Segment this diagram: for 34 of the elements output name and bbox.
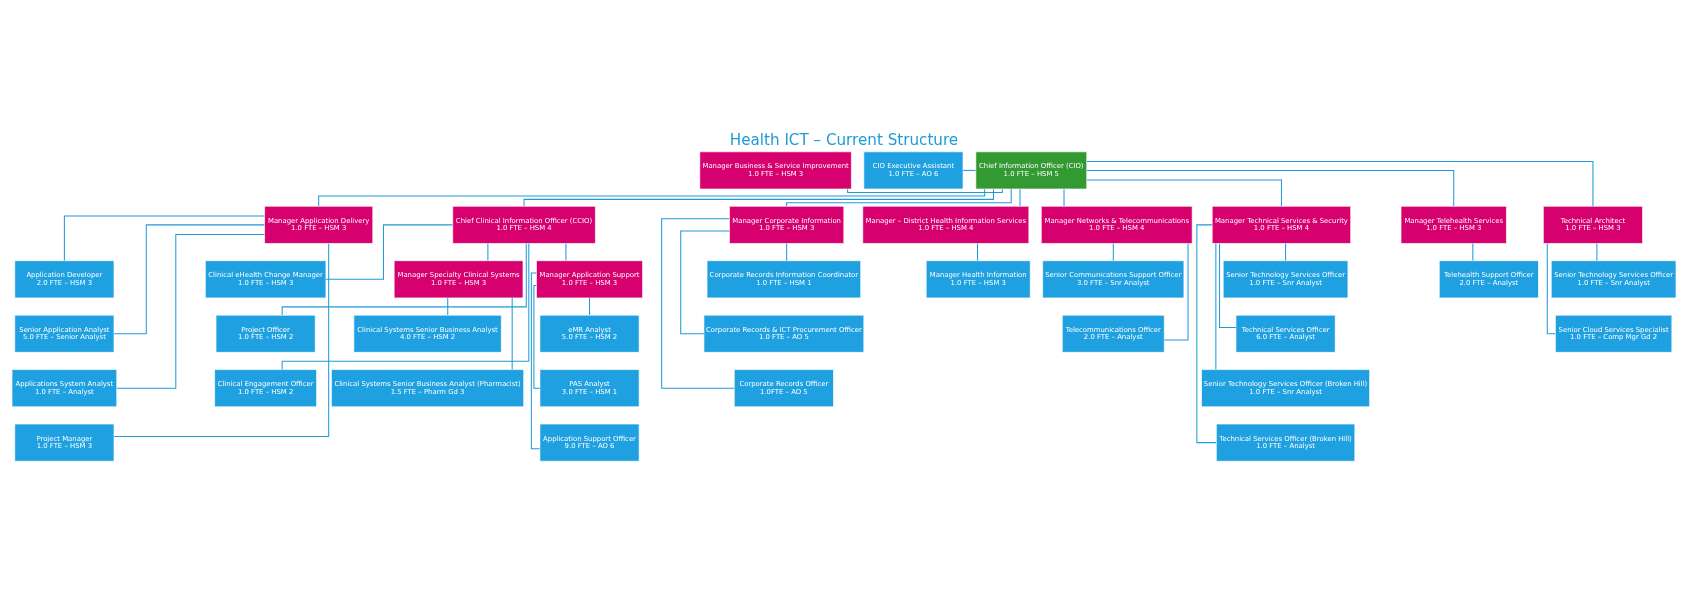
connector [1086,160,1594,207]
diagram-title: Health ICT – Current Structure [729,130,959,149]
connector [533,285,541,389]
connector [1112,243,1114,262]
connector [325,224,454,280]
connector [281,243,530,371]
connector [447,297,449,316]
connector [113,224,265,335]
connector [1086,179,1282,207]
connector [589,297,591,316]
connector [318,188,986,207]
connector [962,169,977,171]
connector [1219,243,1237,329]
connector [487,243,489,262]
connector [113,243,330,437]
connector [523,188,994,207]
connector [1546,243,1556,335]
connector [511,297,513,371]
connector [1215,243,1217,370]
connector [661,218,735,389]
connector [847,188,1003,193]
connector [977,243,979,262]
connector [1596,243,1598,262]
connector [1163,243,1189,341]
connector [786,243,788,262]
connector [63,215,265,262]
connector [786,188,1012,207]
connector [1285,243,1287,262]
connector [680,230,730,335]
connector [281,242,527,316]
connector [116,234,265,389]
connector [1086,169,1455,207]
connector [1472,243,1474,262]
connector [530,272,541,450]
